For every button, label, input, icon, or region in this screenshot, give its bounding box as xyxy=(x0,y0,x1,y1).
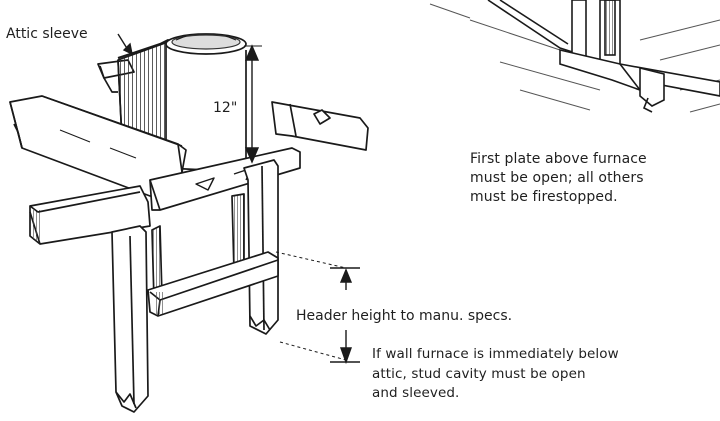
first-plate-note-line-3: must be firestopped. xyxy=(470,188,618,205)
wall-detail-top-right xyxy=(429,0,720,113)
wall-furnace-note-line-3: and sleeved. xyxy=(372,385,460,402)
first-plate-note: First plate above furnace must be open; … xyxy=(470,150,647,207)
main-framing xyxy=(9,33,369,413)
wall-furnace-note-line-1: If wall furnace is immediately below xyxy=(372,346,619,362)
first-plate-note-line-1: First plate above furnace xyxy=(470,151,647,167)
wall-furnace-note: If wall furnace is immediately below att… xyxy=(372,345,619,404)
clearance-dimension-label: 12" xyxy=(213,100,237,116)
first-plate-note-line-2: must be open; all others xyxy=(470,169,644,186)
header-height-label: Header height to manu. specs. xyxy=(296,308,512,324)
wall-furnace-note-line-2: attic, stud cavity must be open xyxy=(372,365,586,382)
attic-sleeve-label: Attic sleeve xyxy=(6,26,88,42)
dimension-marks xyxy=(117,33,360,365)
